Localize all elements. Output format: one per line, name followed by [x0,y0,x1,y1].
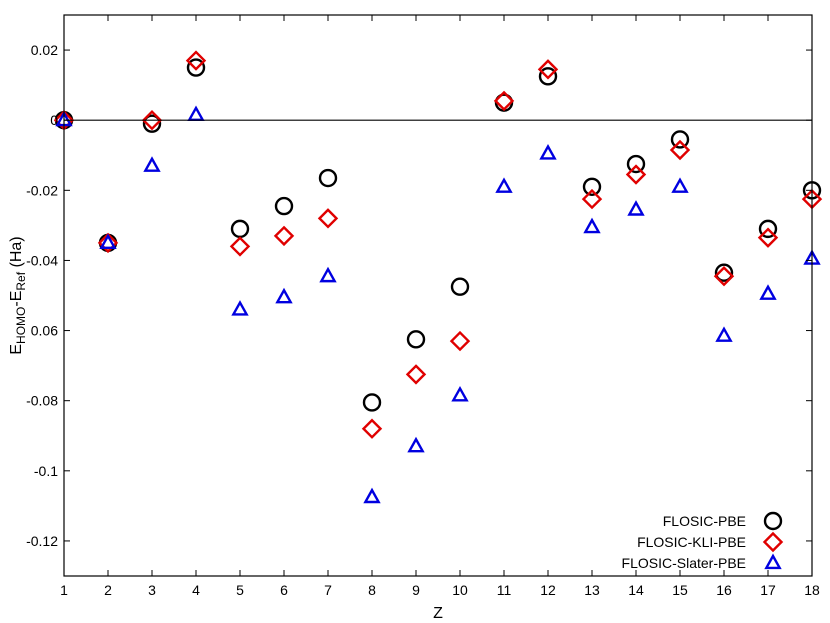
triangle-marker [583,217,601,234]
triangle-marker [99,233,117,250]
triangle-marker [319,266,337,283]
diamond-marker [537,59,559,80]
y-tick-label: -0.02 [26,182,58,198]
diamond-marker [405,364,427,385]
triangle-marker [363,487,381,504]
y-axis-title-suffix: (Ha) [8,236,25,272]
x-tick-label: 17 [760,582,776,598]
x-tick-label: 15 [672,582,688,598]
legend-triangle-marker [764,553,782,570]
plot-area [53,50,823,504]
diamond-marker [97,232,119,254]
triangle-marker [715,326,733,342]
circle-marker [582,177,602,197]
x-tick-label: 3 [148,582,156,598]
diamond-marker [669,139,691,161]
x-tick-label: 9 [412,582,420,598]
plot-frame [63,14,813,577]
triangle-marker [231,300,249,316]
circle-marker [142,114,162,133]
y-tick-label: -0.04 [26,252,58,268]
circle-marker [670,130,690,149]
x-tick-label: 14 [628,582,644,598]
triangle-marker [759,284,777,300]
y-tick-label: 0 [50,112,58,128]
diamond-marker [713,266,735,287]
y-tick-label: -0.08 [26,393,58,409]
y-axis-title-mid: -E [8,291,25,307]
series-flosic-kli-pbe [53,50,823,439]
x-tick-label: 16 [716,582,732,598]
triangle-marker [143,156,161,172]
diamond-marker [449,330,471,352]
triangle-marker [539,144,557,160]
x-tick-label: 1 [60,582,68,598]
x-tick-label: 7 [324,582,332,598]
y-tick-label: -0.12 [26,533,58,549]
y-axis-title: EHOMO-ERef (Ha) [8,236,28,354]
y-tick-label: -0.1 [34,463,58,479]
x-tick-label: 11 [497,582,512,598]
circle-marker [758,219,778,239]
diamond-marker [229,236,251,257]
diamond-marker [581,188,603,210]
y-tick-label: 0.06 [31,323,58,339]
circle-marker [406,330,426,349]
diamond-marker [141,109,163,131]
legend-label: FLOSIC-Slater-PBE [622,555,746,571]
circle-marker [450,277,470,296]
x-tick-label: 6 [280,582,288,598]
circle-marker [230,219,250,239]
legend: FLOSIC-PBE FLOSIC-KLI-PBE FLOSIC-Slater-PB… [622,511,784,571]
x-tick-label: 13 [584,582,600,598]
circle-marker [186,58,206,77]
circle-marker [318,168,338,188]
circle-marker [626,154,646,174]
x-tick-label: 12 [540,582,556,598]
x-tick-label: 5 [236,582,244,598]
triangle-marker [407,436,425,453]
diamond-marker [185,50,207,71]
legend-label: FLOSIC-KLI-PBE [637,534,746,550]
triangle-marker [671,177,689,193]
x-tick-label: 2 [104,582,112,598]
diamond-marker [493,90,515,112]
x-axis-title: Z [433,605,443,622]
y-axis-title-sub-ref: Ref [14,271,28,290]
x-tick-label: 4 [192,582,200,598]
circle-marker [274,196,294,216]
diamond-marker [317,208,339,229]
triangle-marker [187,105,205,122]
x-tick-label: 18 [804,582,820,598]
triangle-marker [495,177,513,193]
circle-marker [362,393,382,412]
triangle-marker [451,385,469,402]
circle-marker [714,263,734,282]
diamond-marker [625,164,647,185]
diamond-marker [273,225,295,247]
x-tick-label: 8 [368,582,376,598]
x-tick-label: 10 [452,582,468,598]
diamond-marker [361,418,383,439]
triangle-marker [275,287,293,304]
series-flosic-pbe [54,58,822,412]
y-tick-label: 0.02 [31,42,58,58]
legend-label: FLOSIC-PBE [663,513,746,529]
y-axis-title-prefix: E [8,344,25,355]
diamond-marker [757,227,779,248]
legend-circle-marker [763,511,783,531]
triangle-marker [627,200,645,216]
legend-diamond-marker [762,531,784,553]
y-axis-title-sub-homo: HOMO [14,307,28,344]
series-flosic-slater-pbe [55,105,821,504]
circle-marker [538,67,558,86]
